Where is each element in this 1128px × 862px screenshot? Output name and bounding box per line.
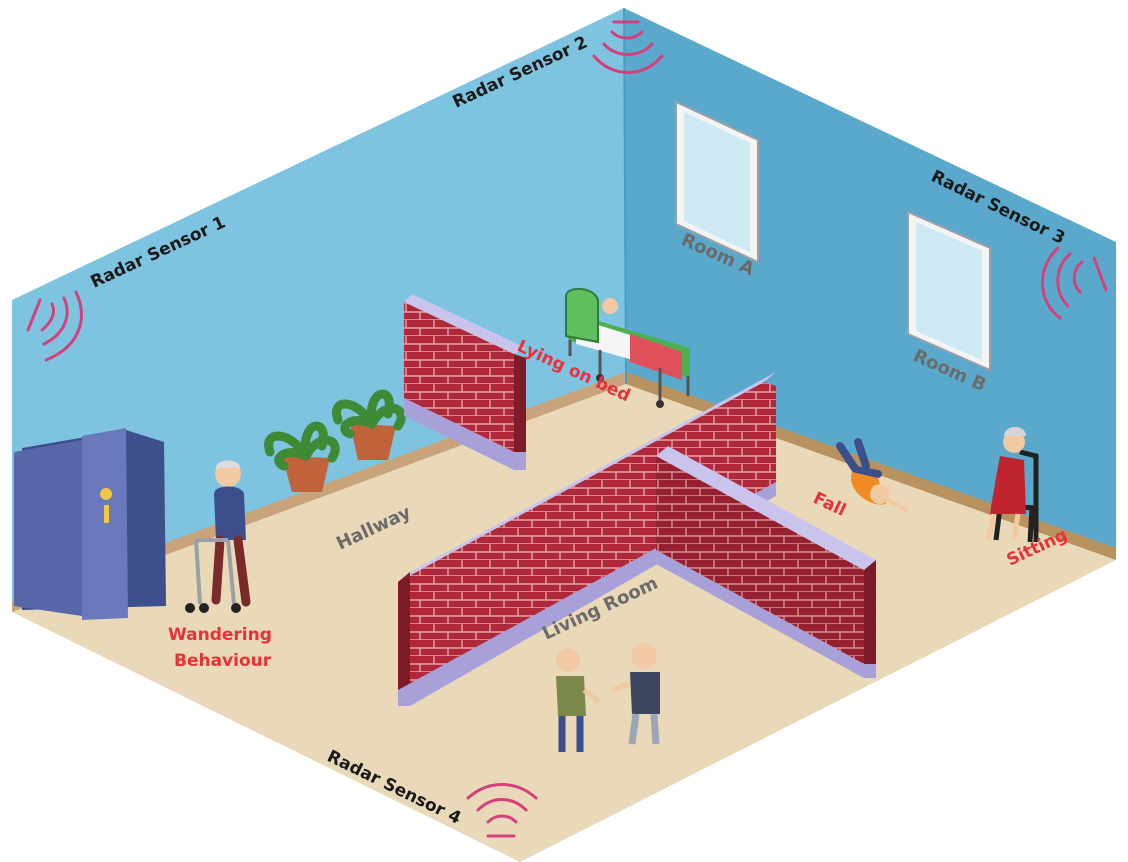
front-door — [14, 428, 166, 620]
radar-wave-icon-1 — [26, 290, 83, 362]
person-sitting-in-chair — [985, 427, 1039, 543]
behaviour-label: Behaviour — [174, 651, 272, 671]
window-room-b — [907, 210, 991, 372]
window-room-a — [675, 100, 759, 264]
floor — [12, 384, 1116, 862]
hospital-bed — [565, 288, 690, 408]
radar-wave-icon-4 — [466, 783, 538, 838]
potted-plant-1 — [264, 421, 340, 492]
wandering-label: Wandering — [168, 625, 272, 645]
left-wall — [12, 8, 626, 612]
two-people-living-room — [556, 643, 660, 752]
radar-wave-icon-2 — [592, 20, 664, 74]
wall-corner-edge — [623, 7, 627, 385]
radar-wave-icon-3 — [1041, 246, 1108, 320]
person-wandering-with-walker — [185, 460, 251, 613]
partition-wall-room-a — [404, 294, 526, 470]
potted-plant-2 — [332, 389, 406, 460]
person-fallen — [836, 438, 909, 513]
partition-wall-living-room — [656, 446, 876, 678]
